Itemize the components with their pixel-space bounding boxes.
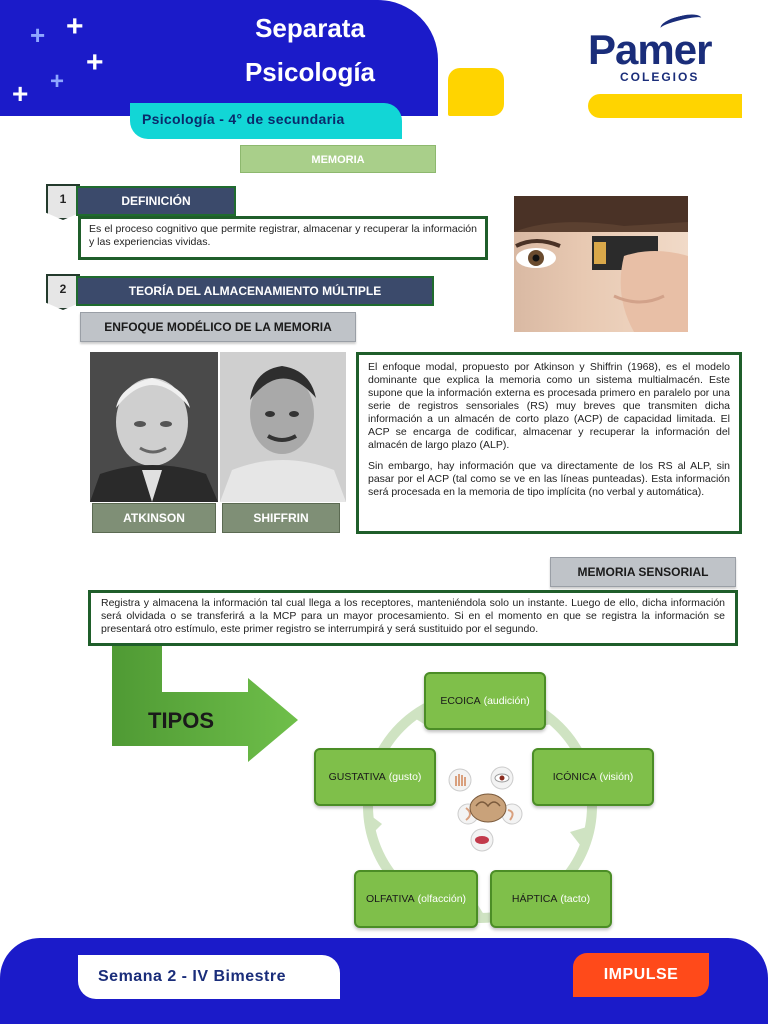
section2-subtitle: ENFOQUE MODÉLICO DE LA MEMORIA xyxy=(80,312,356,342)
header-banner xyxy=(0,0,438,116)
plus-icon: + xyxy=(30,20,46,50)
plus-icon: + xyxy=(12,78,29,109)
atkinson-portrait xyxy=(90,352,218,502)
decor-yellow-bar xyxy=(588,94,742,118)
type-detail: (gusto) xyxy=(388,771,422,783)
type-detail: (visión) xyxy=(599,771,634,783)
tipos-arrow-icon xyxy=(112,646,298,762)
type-name: ECOICA xyxy=(440,695,481,707)
week-label: Semana 2 - IV Bimestre xyxy=(98,968,286,985)
type-node-gustativa: GUSTATIVA(gusto) xyxy=(314,748,436,806)
memory-card-illustration xyxy=(514,196,688,332)
type-name: GUSTATIVA xyxy=(328,771,386,783)
section1-number: 1 xyxy=(59,192,67,206)
topic-label: MEMORIA xyxy=(311,154,365,166)
section2-title: TEORÍA DEL ALMACENAMIENTO MÚLTIPLE xyxy=(76,276,434,306)
shiffrin-portrait xyxy=(220,352,346,502)
type-detail: (olfacción) xyxy=(417,893,467,905)
section1-number-badge: 1 xyxy=(46,184,80,220)
brand-badge: IMPULSE xyxy=(573,953,709,997)
shiffrin-photo xyxy=(220,352,346,502)
week-label-box: Semana 2 - IV Bimestre xyxy=(78,955,340,999)
type-node-iconica: ICÓNICA(visión) xyxy=(532,748,654,806)
subject-pill: Psicología - 4° de secundaria xyxy=(130,103,402,139)
section2-number: 2 xyxy=(59,282,67,296)
header-title-line2: Psicología xyxy=(244,57,376,87)
type-node-olfativa: OLFATIVA(olfacción) xyxy=(354,870,478,928)
type-detail: (tacto) xyxy=(560,893,591,905)
atkinson-nameplate: ATKINSON xyxy=(92,503,216,533)
type-node-haptica: HÁPTICA(tacto) xyxy=(490,870,612,928)
atkinson-photo xyxy=(90,352,218,502)
plus-icon: + xyxy=(86,46,104,79)
plus-icon: + xyxy=(66,10,84,43)
decor-yellow-square xyxy=(448,68,504,116)
type-detail: (audición) xyxy=(483,695,530,707)
subject-label: Psicología - 4° de secundaria xyxy=(142,111,345,127)
type-name: ICÓNICA xyxy=(552,771,597,783)
modal-paragraph-1: El enfoque modal, propuesto por Atkinson… xyxy=(368,361,730,451)
section2-number-badge: 2 xyxy=(46,274,80,310)
section1-title: DEFINICIÓN xyxy=(76,186,236,216)
tipos-label: TIPOS xyxy=(148,708,215,733)
logo-sub: COLEGIOS xyxy=(620,70,700,84)
topic-tab: MEMORIA xyxy=(240,145,436,173)
type-name: OLFATIVA xyxy=(365,893,415,905)
memory-card-photo xyxy=(514,196,688,332)
senses-icon xyxy=(448,766,523,852)
type-name: HÁPTICA xyxy=(511,893,558,905)
brand-label: IMPULSE xyxy=(603,966,679,983)
logo-name: Pamer xyxy=(588,26,712,73)
definition-box: Es el proceso cognitivo que permite regi… xyxy=(78,216,488,260)
sensory-title: MEMORIA SENSORIAL xyxy=(550,557,736,587)
modal-approach-box: El enfoque modal, propuesto por Atkinson… xyxy=(356,352,742,534)
header-title-line1: Separata xyxy=(255,13,365,43)
shiffrin-nameplate: SHIFFRIN xyxy=(222,503,340,533)
plus-icon: + xyxy=(50,68,65,95)
sensory-box: Registra y almacena la información tal c… xyxy=(88,590,738,646)
modal-paragraph-2: Sin embargo, hay información que va dire… xyxy=(368,460,730,498)
type-node-ecoica: ECOICA(audición) xyxy=(424,672,546,730)
